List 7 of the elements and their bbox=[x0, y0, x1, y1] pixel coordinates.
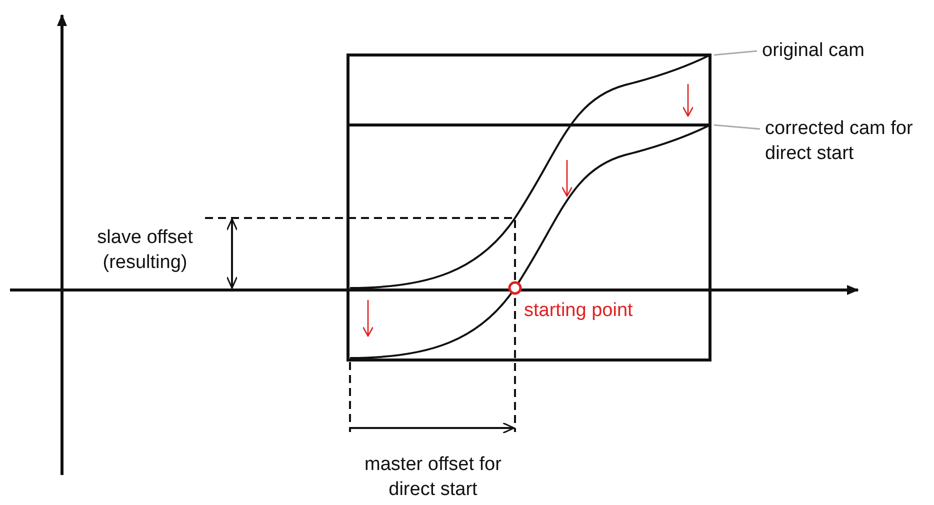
dimension-label: master offset for direct start bbox=[364, 453, 502, 502]
dimension-label: slave offset (resulting) bbox=[96, 226, 194, 275]
leader-line bbox=[714, 124, 760, 130]
curve-label: original cam bbox=[762, 38, 864, 63]
curve-label: corrected cam for direct start bbox=[765, 116, 925, 166]
point-label: starting point bbox=[524, 299, 633, 323]
leader-line bbox=[714, 50, 758, 56]
